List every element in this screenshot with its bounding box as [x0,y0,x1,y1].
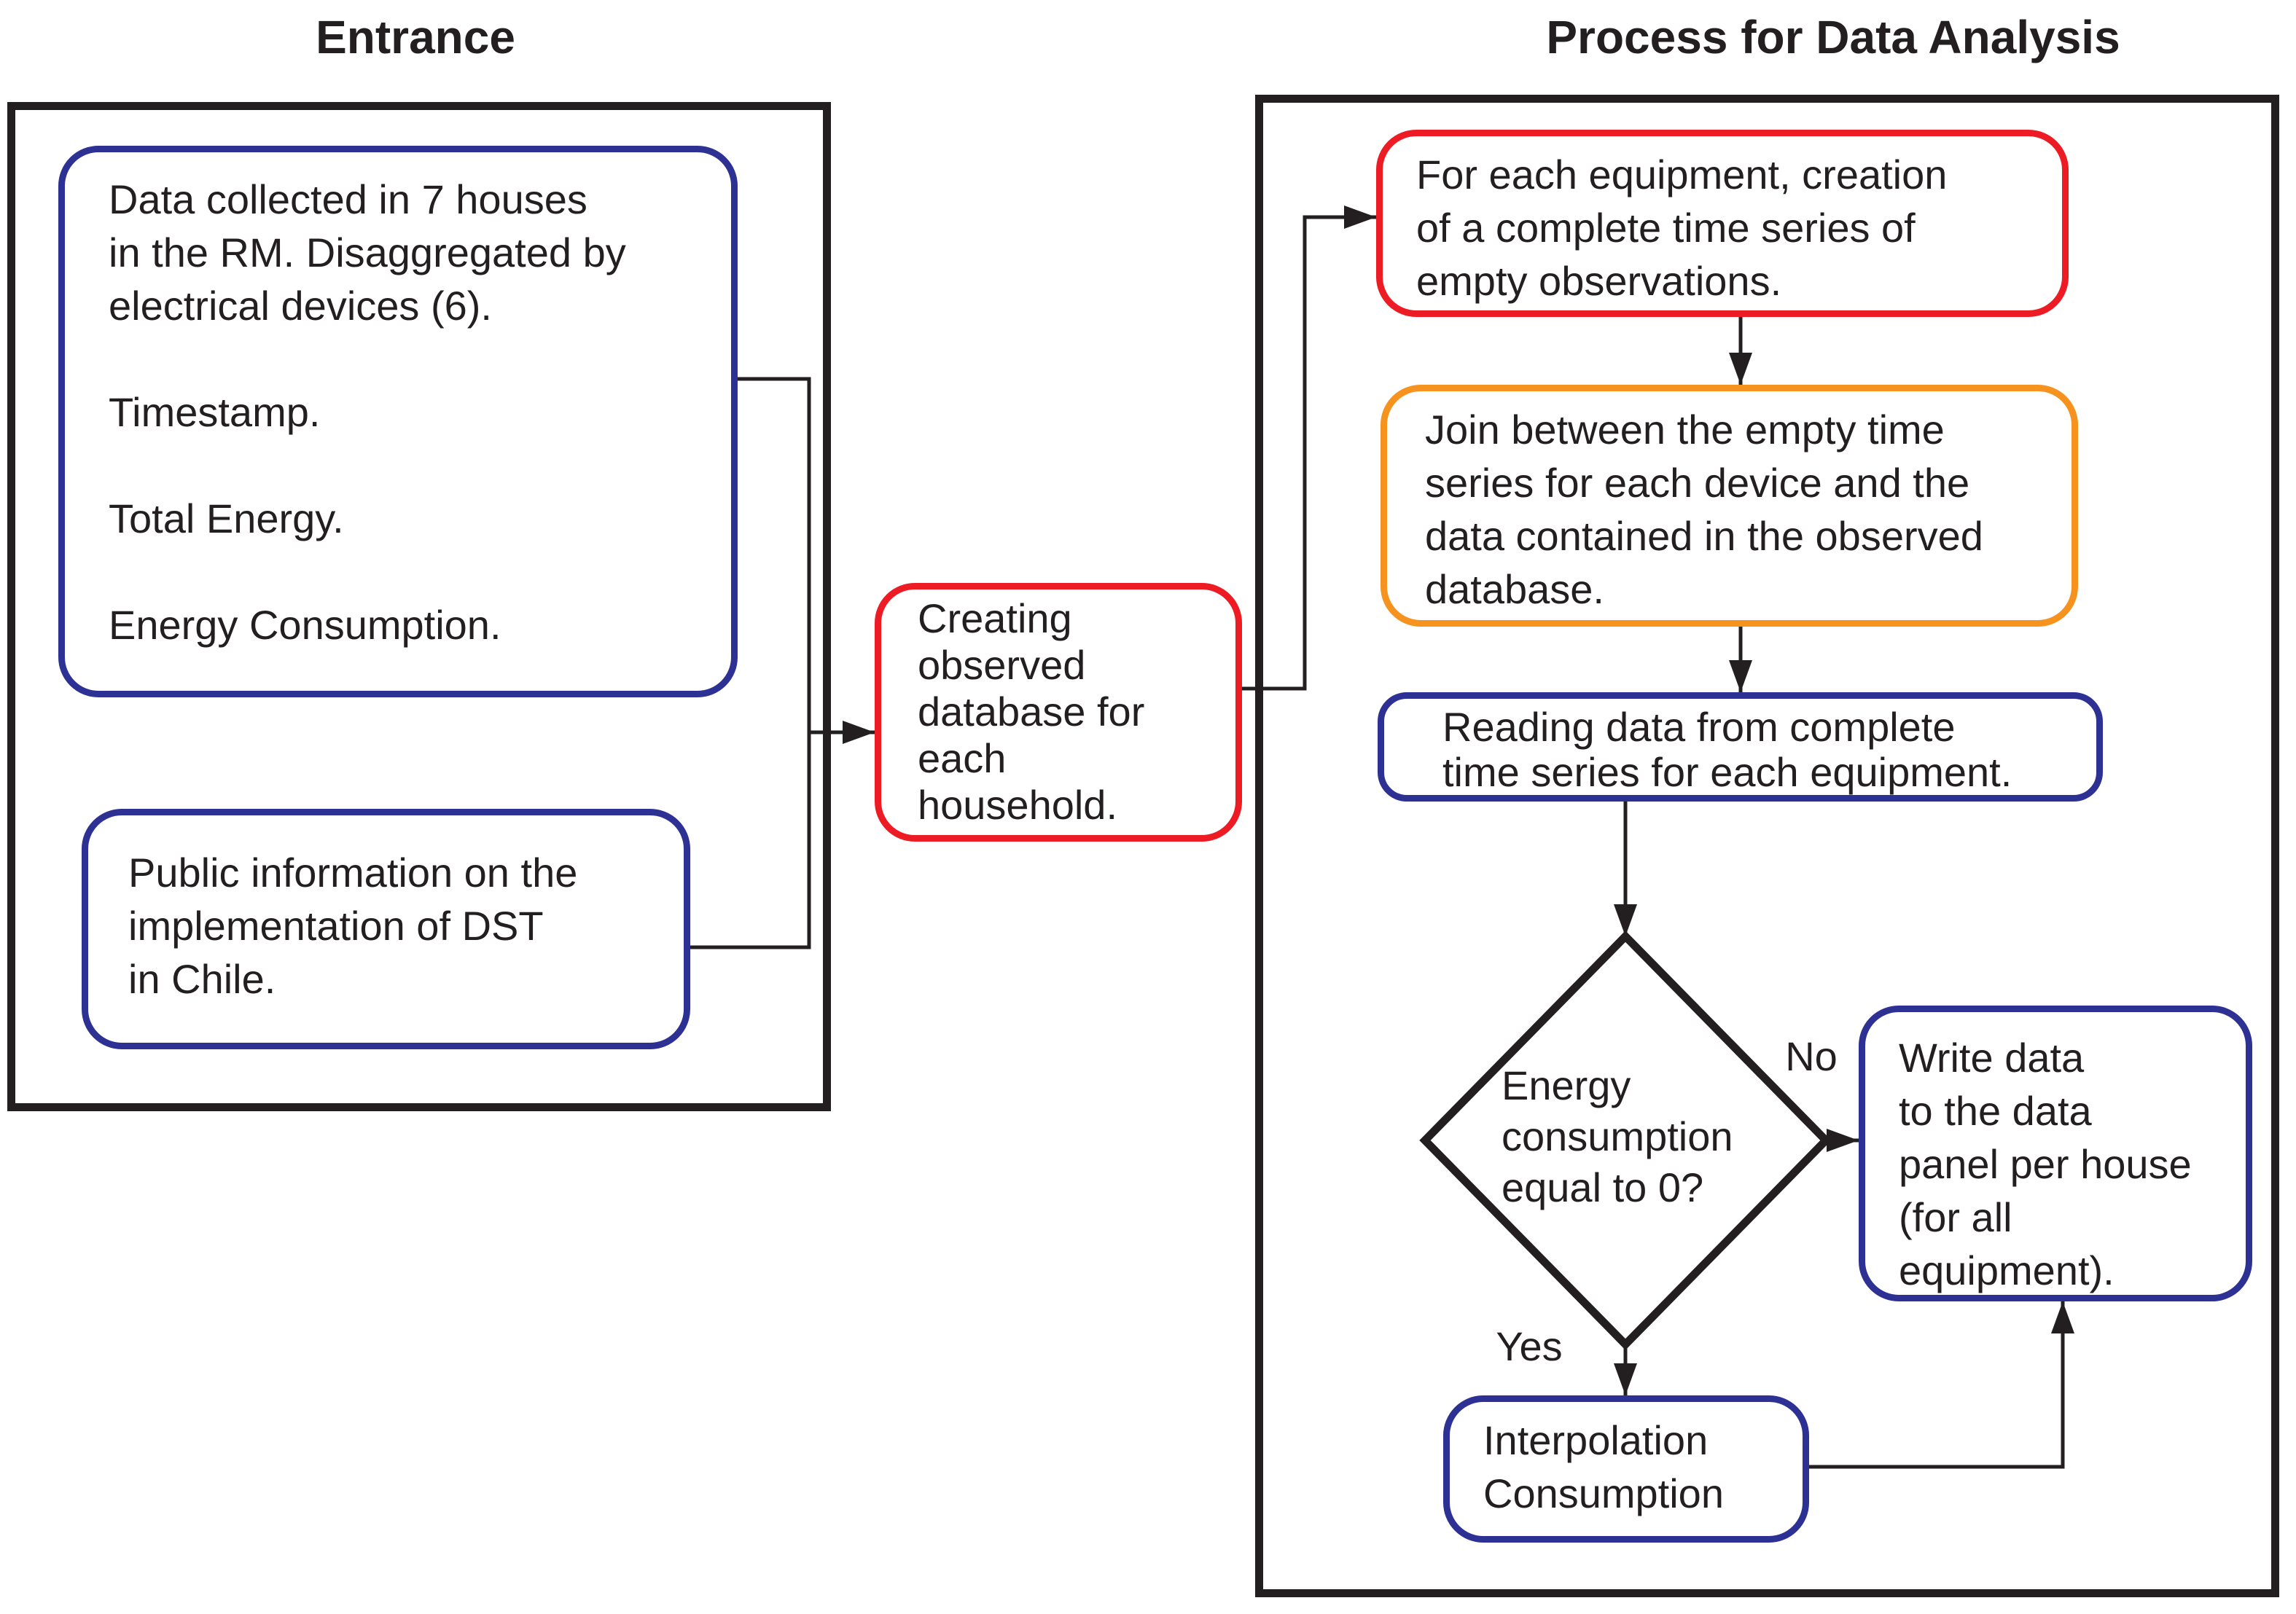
write-data-box: Write data to the data panel per house (… [1859,1006,2252,1301]
yes-label: Yes [1496,1323,1563,1369]
collected-data-box: Data collected in 7 houses in the RM. Di… [58,146,738,697]
no-label: No [1785,1033,1838,1079]
public-info-box: Public information on the implementation… [82,809,690,1049]
reading-box: Reading data from complete time series f… [1378,692,2103,802]
join-box: Join between the empty time series for e… [1381,385,2078,627]
creating-database-box: Creating observed database for each hous… [875,583,1242,842]
interpolation-box: Interpolation Consumption [1443,1395,1809,1543]
process-title: Process for Data Analysis [1546,11,2120,63]
process-container [1255,95,2279,1597]
decision-diamond-text: Energy consumption equal to 0? [1502,1062,1733,1210]
entrance-title: Entrance [316,11,515,63]
entrance-container [7,102,831,1111]
empty-series-box: For each equipment, creation of a comple… [1376,130,2069,317]
